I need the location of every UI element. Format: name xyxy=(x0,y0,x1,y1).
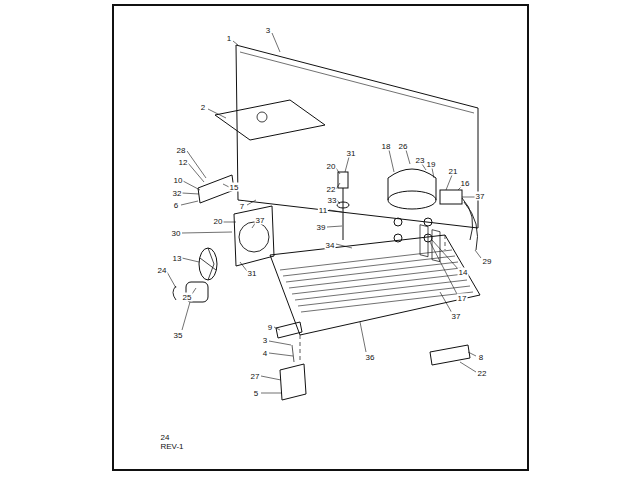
callout-number: 5 xyxy=(253,389,259,398)
callout-number: 6 xyxy=(173,201,179,210)
base-pan xyxy=(270,235,480,335)
callout-number: 24 xyxy=(160,433,171,442)
callout-number: 3 xyxy=(265,26,271,35)
callout-number: 22 xyxy=(477,369,488,378)
grille xyxy=(280,250,473,312)
callout-number: 28 xyxy=(176,146,187,155)
leader-lines xyxy=(167,33,481,393)
callout-number: 36 xyxy=(365,353,376,362)
callout-number: 37 xyxy=(255,216,266,225)
callout-number: 4 xyxy=(262,349,268,358)
callout-number: 21 xyxy=(448,167,459,176)
relay xyxy=(440,190,462,204)
callout-number: 26 xyxy=(398,142,409,151)
callout-number: 35 xyxy=(173,331,184,340)
bracket xyxy=(280,364,306,400)
cover-plate xyxy=(215,100,325,140)
panel-slot xyxy=(420,225,428,257)
callout-number: 34 xyxy=(325,241,336,250)
callout-number: 37 xyxy=(451,312,462,321)
callout-number: 17 xyxy=(457,294,468,303)
back-panel xyxy=(236,45,478,228)
callout-number: 33 xyxy=(327,196,338,205)
wire-harness xyxy=(462,198,478,250)
callout-number: 1 xyxy=(226,34,232,43)
callout-number: 18 xyxy=(381,142,392,151)
callout-number: 8 xyxy=(478,353,484,362)
callout-number: 22 xyxy=(326,185,337,194)
callout-number: 37 xyxy=(475,192,486,201)
callout-number: 15 xyxy=(229,183,240,192)
valve xyxy=(338,172,348,188)
frame xyxy=(113,5,528,470)
callout-number: 10 xyxy=(173,176,184,185)
callout-number: 32 xyxy=(172,189,183,198)
fan-blade xyxy=(199,248,217,280)
callout-number: 20 xyxy=(326,162,337,171)
callout-number: 31 xyxy=(247,269,258,278)
callout-number: 13 xyxy=(172,254,183,263)
callout-number: 7 xyxy=(239,202,245,211)
callout-number: 11 xyxy=(318,206,328,215)
clip xyxy=(173,286,176,300)
callout-number: 24 xyxy=(157,266,168,275)
callout-number: 16 xyxy=(460,179,471,188)
callout-number: 31 xyxy=(346,149,357,158)
callout-number: 23 xyxy=(415,156,426,165)
callout-number: 19 xyxy=(426,160,437,169)
callout-number: 2 xyxy=(200,103,206,112)
callout-number: 20 xyxy=(213,217,224,226)
rail xyxy=(430,345,470,365)
callout-number: 29 xyxy=(482,257,493,266)
callout-number: 27 xyxy=(250,372,261,381)
callout-number: 39 xyxy=(316,223,327,232)
compressor xyxy=(388,191,436,209)
fan-shroud xyxy=(234,206,274,266)
callout-number: 12 xyxy=(178,158,189,167)
callout-number: 3 xyxy=(262,336,268,345)
callout-number: REV-1 xyxy=(159,442,184,451)
callout-number: 25 xyxy=(182,293,193,302)
callout-number: 30 xyxy=(171,229,182,238)
callout-number: 9 xyxy=(267,323,273,332)
callout-number: 14 xyxy=(458,268,469,277)
